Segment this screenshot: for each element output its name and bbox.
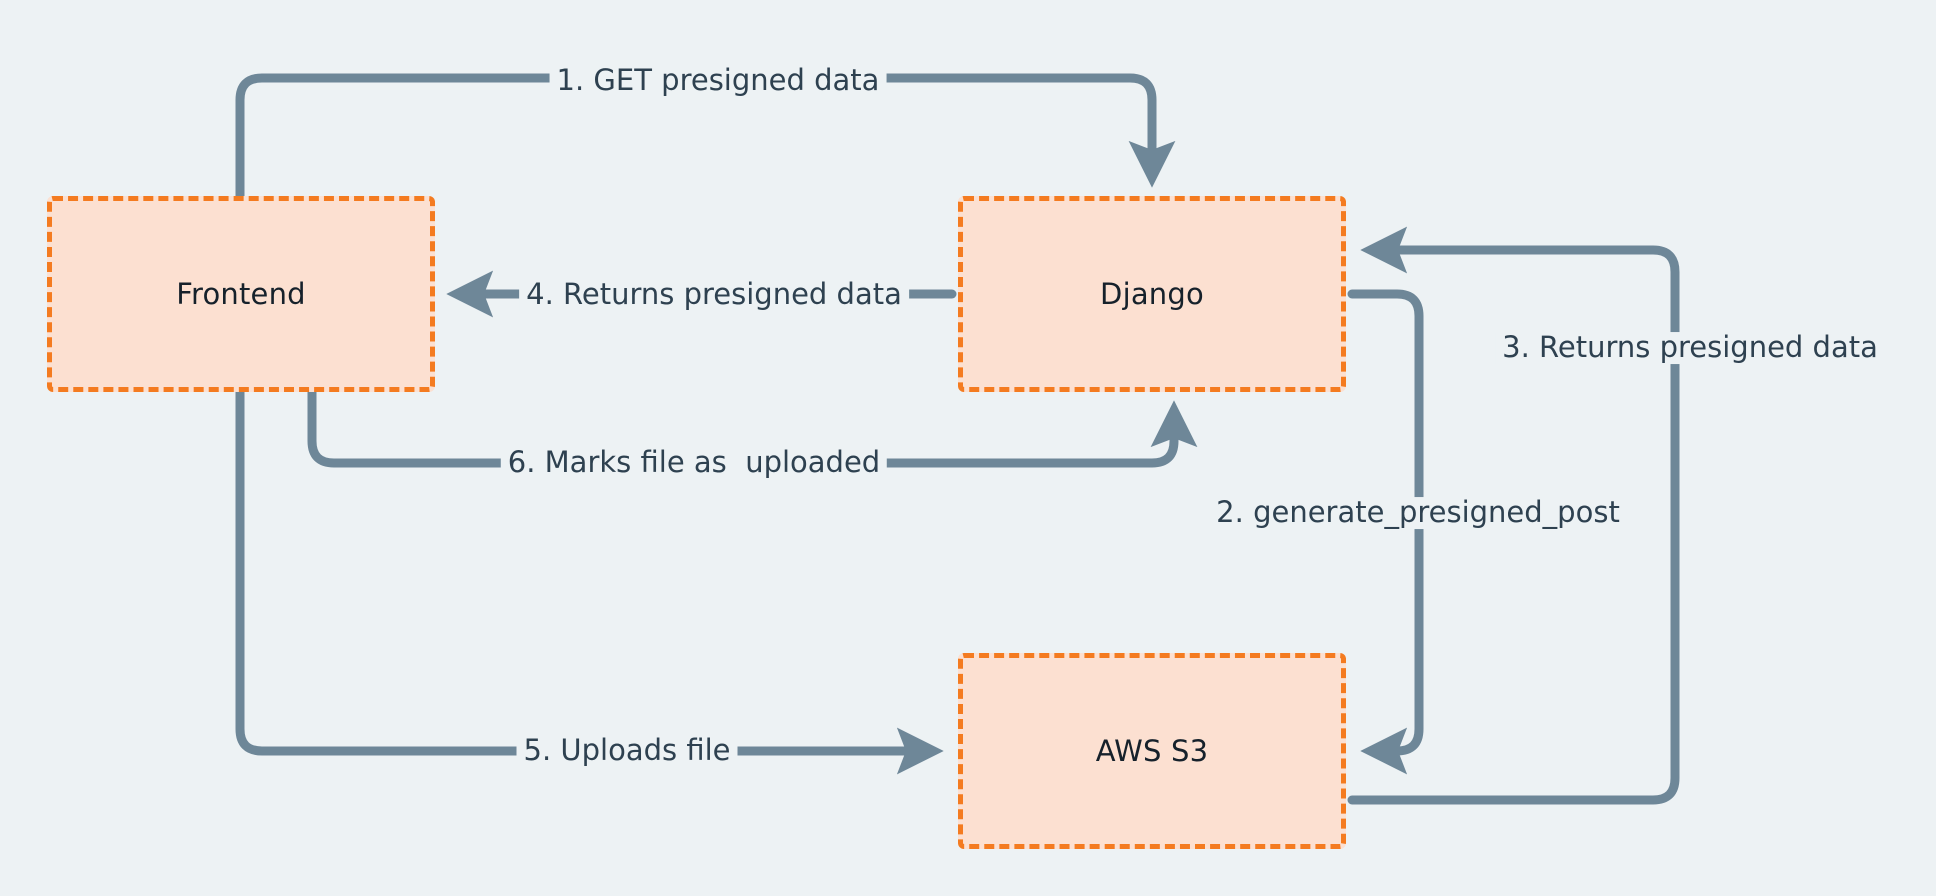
edge-path-5 xyxy=(235,387,944,775)
node-aws-s3[interactable]: AWS S3 xyxy=(958,653,1346,849)
node-frontend[interactable]: Frontend xyxy=(47,196,435,392)
edge-label-1-get-presigned-data: 1. GET presigned data xyxy=(549,64,887,97)
edge-label-6-marks-file-as-uploaded: 6. Marks file as uploaded xyxy=(500,446,888,479)
node-django-label: Django xyxy=(1100,277,1204,311)
node-frontend-label: Frontend xyxy=(176,277,306,311)
edge-label-5-uploads-file: 5. Uploads file xyxy=(516,734,738,767)
node-aws-s3-label: AWS S3 xyxy=(1095,734,1209,768)
edge-label-3-returns-presigned-data: 3. Returns presigned data xyxy=(1495,331,1885,364)
node-django[interactable]: Django xyxy=(958,196,1346,392)
edge-path-3 xyxy=(1347,226,1680,805)
edge-label-4-returns-presigned-data: 4. Returns presigned data xyxy=(519,278,909,311)
edge-label-2-generate-presigned-post: 2. generate_presigned_post xyxy=(1209,496,1627,529)
